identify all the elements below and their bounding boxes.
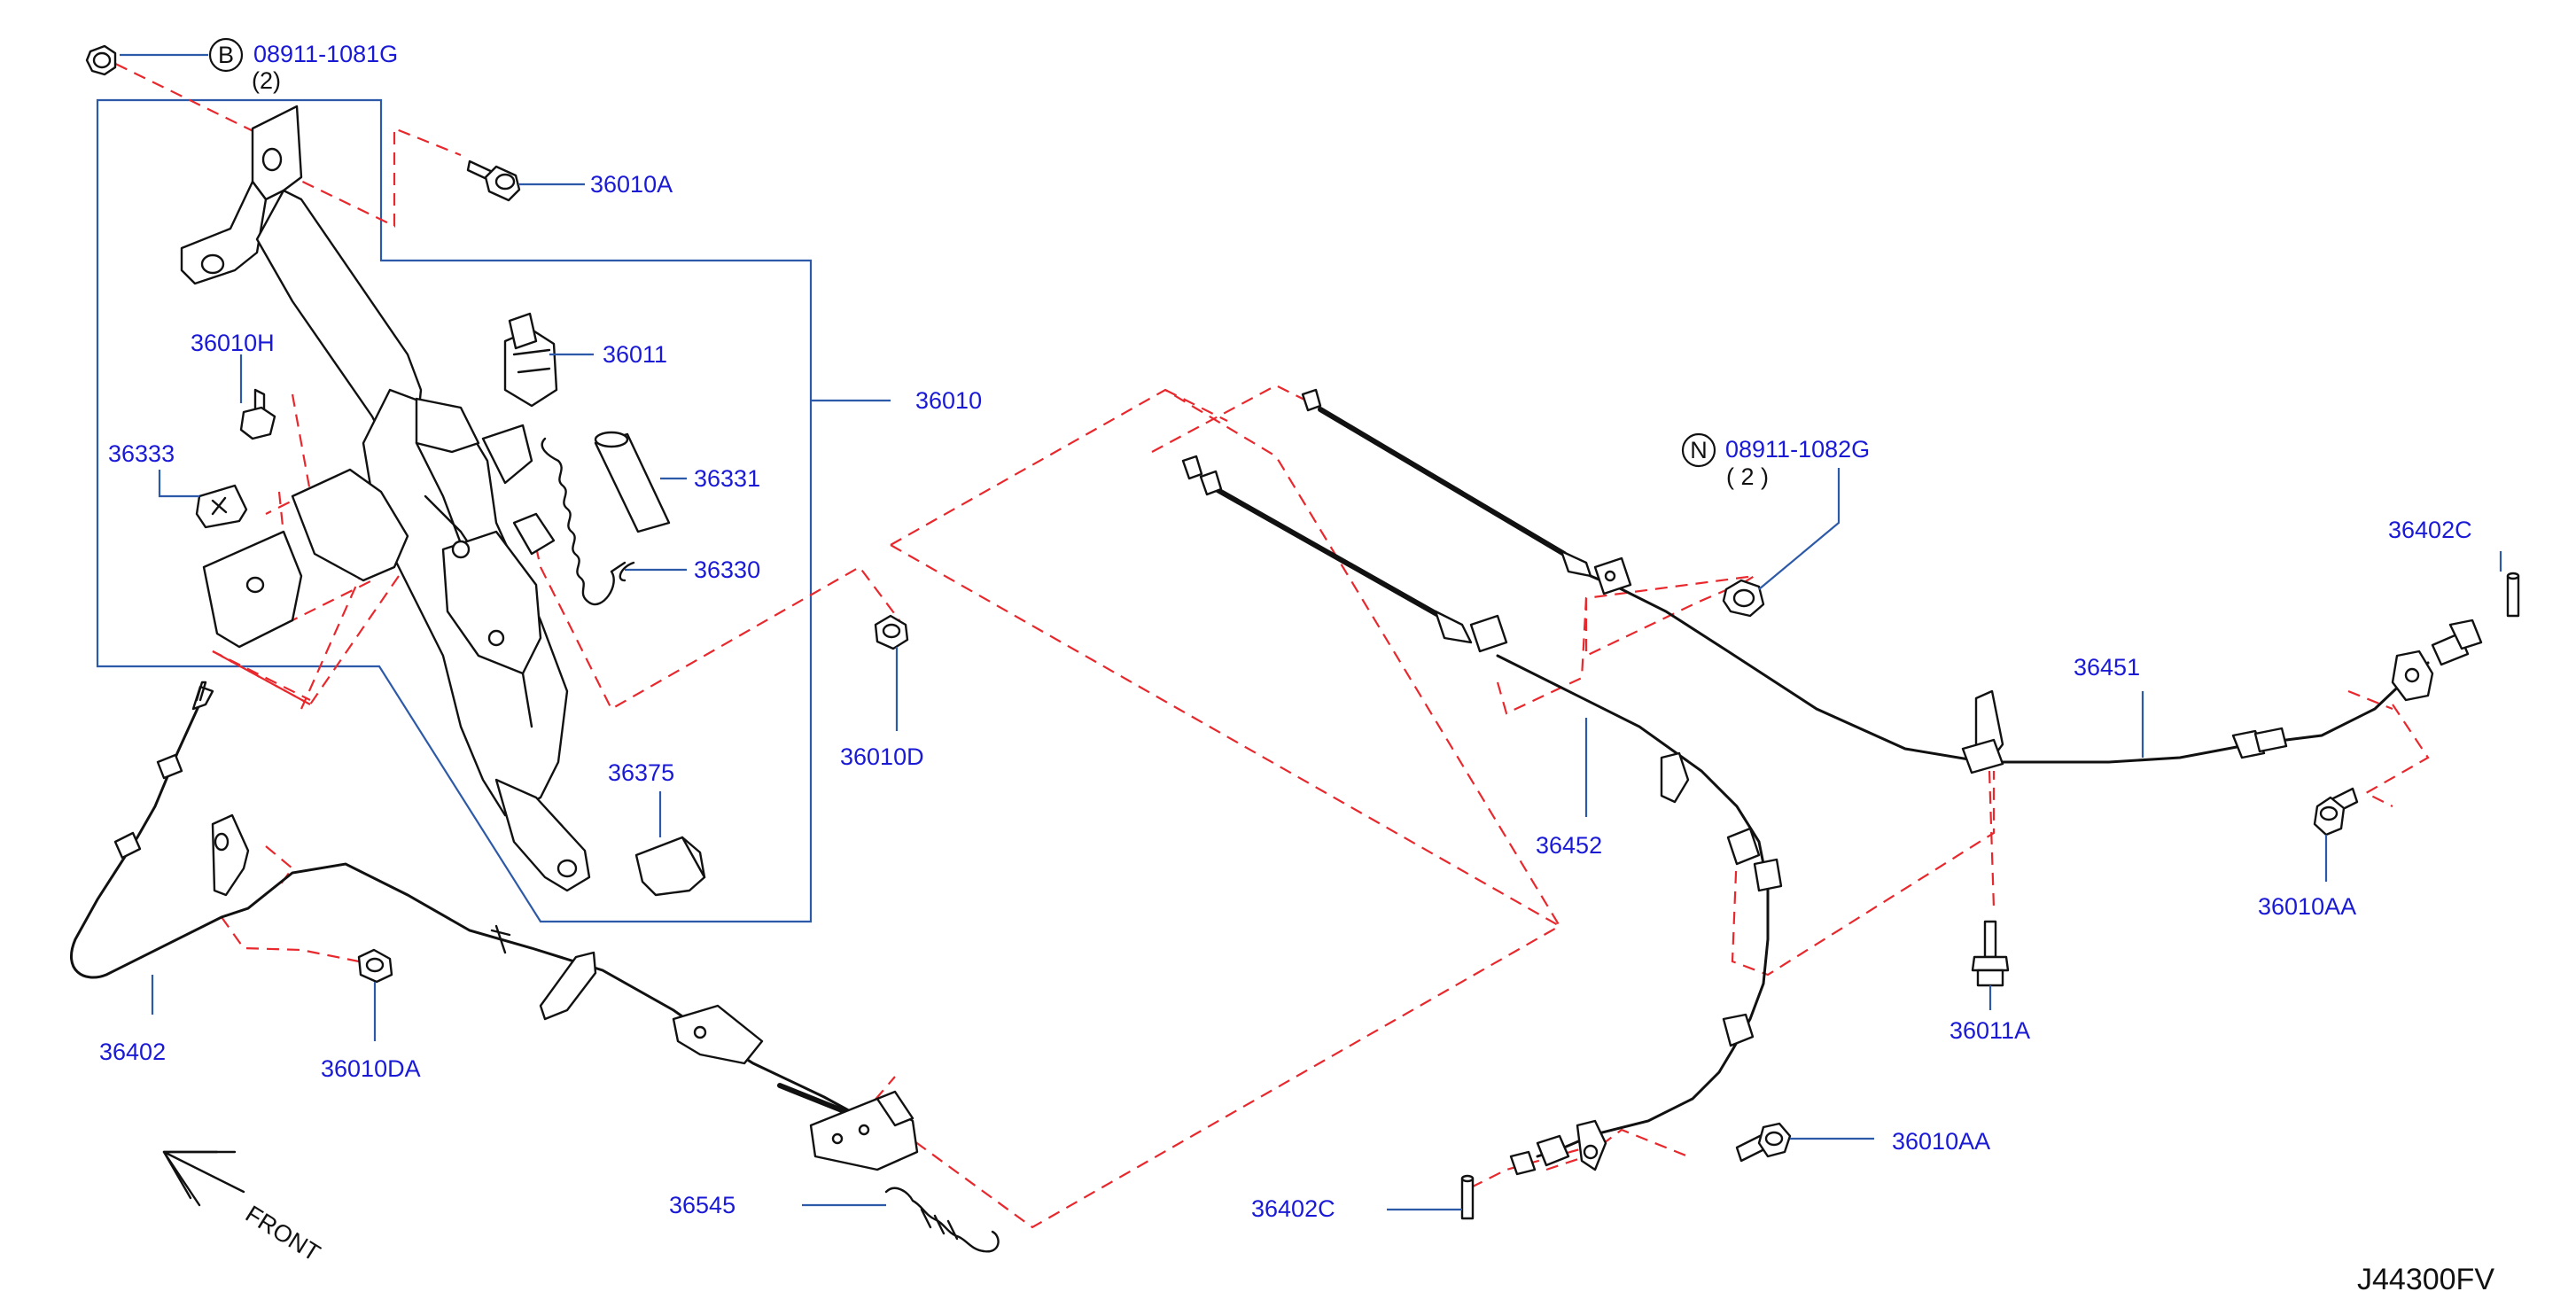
- pin-36402C-lower: [1460, 1174, 1475, 1220]
- symbol-n-text: N: [1690, 437, 1708, 463]
- callout-36010D[interactable]: 36010D: [840, 743, 924, 770]
- callout-36402C-lower[interactable]: 36402C: [1251, 1195, 1335, 1222]
- front-cable-36402: [69, 681, 919, 1171]
- front-direction-arrow: [162, 1150, 245, 1207]
- leader-lines: [120, 53, 2502, 1211]
- callout-36330[interactable]: 36330: [694, 556, 760, 583]
- bolt-36010H: [239, 388, 276, 440]
- bolt-36011A: [1971, 920, 2010, 987]
- symbol-b-circle: B: [208, 37, 244, 73]
- callout-36011[interactable]: 36011: [603, 341, 667, 368]
- callout-36452[interactable]: 36452: [1536, 832, 1602, 859]
- symbol-b-text: B: [218, 42, 234, 68]
- callout-36451[interactable]: 36451: [2074, 654, 2140, 681]
- nut-08911-1082G: [1722, 579, 1765, 618]
- callout-36010A[interactable]: 36010A: [590, 171, 673, 198]
- callout-labels: 08911-1081G (2) 36010A 36011 36010H 3601…: [99, 41, 2472, 1222]
- callout-36010DA[interactable]: 36010DA: [321, 1055, 421, 1082]
- parking-brake-pedal-assembly: [180, 105, 591, 892]
- flange-nut-08911-1081G: [85, 44, 117, 76]
- callout-36402[interactable]: 36402: [99, 1039, 166, 1065]
- sleeve-36331: [594, 431, 671, 533]
- nut-36010D: [874, 614, 909, 650]
- pedal-pad-36375: [634, 836, 706, 897]
- callout-36011A[interactable]: 36011A: [1950, 1017, 2030, 1044]
- callout-08911-1081G[interactable]: 08911-1081G: [253, 41, 398, 67]
- bolt-36010A: [466, 160, 521, 202]
- callout-36545[interactable]: 36545: [669, 1192, 735, 1218]
- clip-36333: [195, 484, 248, 529]
- callout-36010H[interactable]: 36010H: [191, 330, 275, 356]
- pin-36402C-upper: [2506, 572, 2520, 618]
- bolt-36010AA-lower: [1735, 1122, 1792, 1163]
- diagram-code: J44300FV: [2357, 1263, 2494, 1296]
- bracket-36011: [503, 312, 558, 408]
- callout-08911-1081G-qty: (2): [252, 67, 281, 94]
- callout-36333[interactable]: 36333: [108, 440, 175, 467]
- spring-36545: [884, 1187, 1000, 1253]
- callout-36331[interactable]: 36331: [694, 465, 760, 492]
- symbol-n-circle: N: [1681, 432, 1716, 468]
- callout-08911-1082G[interactable]: 08911-1082G: [1725, 436, 1870, 463]
- callout-36010AA-lower[interactable]: 36010AA: [1892, 1128, 1990, 1155]
- rear-cable-36452: [1181, 455, 1783, 1176]
- callout-36010AA-upper[interactable]: 36010AA: [2258, 893, 2356, 920]
- spring-36330: [541, 437, 635, 606]
- nut-36010DA: [357, 948, 393, 984]
- callout-36402C-upper[interactable]: 36402C: [2388, 517, 2472, 543]
- callout-08911-1082G-qty: ( 2 ): [1726, 463, 1769, 490]
- callout-36010[interactable]: 36010: [915, 387, 982, 414]
- callout-36375[interactable]: 36375: [608, 759, 674, 786]
- rear-cable-36451: [1301, 388, 2483, 774]
- front-label: FRONT: [241, 1201, 325, 1267]
- bolt-36010AA-upper: [2313, 787, 2359, 836]
- assembly-36010-outline: [96, 98, 813, 923]
